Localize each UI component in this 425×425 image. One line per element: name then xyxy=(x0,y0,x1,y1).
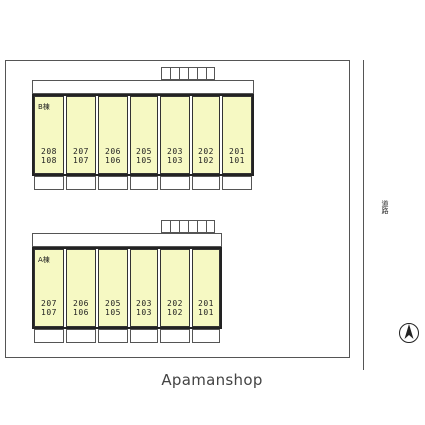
balcony xyxy=(130,176,158,190)
stair-step xyxy=(188,220,189,233)
balcony xyxy=(192,176,220,190)
unit-b-1: B棟 208 108 xyxy=(34,96,64,174)
stair-step xyxy=(170,67,171,80)
unit-number-upper: 207 xyxy=(73,147,89,156)
unit-number-lower: 106 xyxy=(105,156,121,165)
unit-number-upper: 205 xyxy=(105,299,121,308)
unit-number-upper: 201 xyxy=(229,147,245,156)
unit-number-upper: 205 xyxy=(136,147,152,156)
building-b-frame xyxy=(32,94,254,176)
balcony xyxy=(192,329,220,343)
unit-number-lower: 107 xyxy=(41,308,57,317)
unit-number-lower: 101 xyxy=(198,308,214,317)
unit-number-lower: 102 xyxy=(198,156,214,165)
unit-number-lower: 103 xyxy=(136,308,152,317)
unit-a-2: 206 106 xyxy=(66,249,96,327)
unit-number-lower: 105 xyxy=(136,156,152,165)
building-b-corridor xyxy=(32,80,254,94)
stair-step xyxy=(188,67,189,80)
unit-number-lower: 103 xyxy=(167,156,183,165)
north-arrow-icon xyxy=(398,322,420,344)
road-edge xyxy=(363,60,364,370)
balcony xyxy=(34,176,64,190)
unit-b-4: 205 105 xyxy=(130,96,158,174)
unit-b-5: 203 103 xyxy=(160,96,190,174)
unit-number-upper: 203 xyxy=(136,299,152,308)
stair-step xyxy=(197,67,198,80)
road-label: 道路 xyxy=(381,200,389,214)
stair-step xyxy=(179,220,180,233)
unit-number-lower: 106 xyxy=(73,308,89,317)
unit-number-upper: 206 xyxy=(105,147,121,156)
unit-number-upper: 202 xyxy=(167,299,183,308)
unit-number-lower: 108 xyxy=(41,156,57,165)
stair-step xyxy=(170,220,171,233)
building-label: A棟 xyxy=(38,256,50,264)
stair-step xyxy=(179,67,180,80)
balcony xyxy=(130,329,158,343)
unit-a-3: 205 105 xyxy=(98,249,128,327)
balcony xyxy=(66,176,96,190)
stair-step xyxy=(197,220,198,233)
building-a-frame xyxy=(32,247,222,329)
balcony xyxy=(98,329,128,343)
stair-step xyxy=(206,67,207,80)
watermark: Apamanshop xyxy=(161,371,263,389)
unit-number-upper: 201 xyxy=(198,299,214,308)
unit-a-1: A棟 207 107 xyxy=(34,249,64,327)
balcony xyxy=(160,176,190,190)
unit-number-upper: 203 xyxy=(167,147,183,156)
unit-number-lower: 102 xyxy=(167,308,183,317)
unit-number-upper: 207 xyxy=(41,299,57,308)
unit-b-7: 201 101 xyxy=(222,96,252,174)
unit-number-upper: 202 xyxy=(198,147,214,156)
building-label: B棟 xyxy=(38,103,50,111)
balcony xyxy=(222,176,252,190)
unit-number-lower: 101 xyxy=(229,156,245,165)
unit-number-upper: 206 xyxy=(73,299,89,308)
unit-a-4: 203 103 xyxy=(130,249,158,327)
stair-step xyxy=(206,220,207,233)
building-a-corridor xyxy=(32,233,222,247)
unit-number-lower: 107 xyxy=(73,156,89,165)
unit-b-6: 202 102 xyxy=(192,96,220,174)
unit-a-5: 202 102 xyxy=(160,249,190,327)
balcony xyxy=(34,329,64,343)
balcony xyxy=(160,329,190,343)
unit-b-3: 206 106 xyxy=(98,96,128,174)
unit-number-lower: 105 xyxy=(105,308,121,317)
unit-number-upper: 208 xyxy=(41,147,57,156)
balcony xyxy=(66,329,96,343)
unit-b-2: 207 107 xyxy=(66,96,96,174)
balcony xyxy=(98,176,128,190)
unit-a-6: 201 101 xyxy=(192,249,220,327)
